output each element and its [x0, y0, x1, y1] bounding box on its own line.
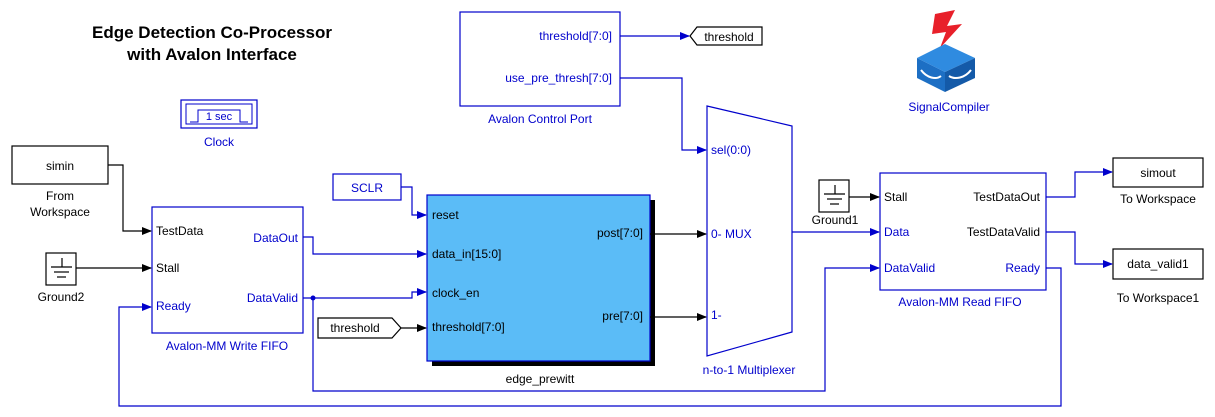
diagram-title-line2: with Avalon Interface — [126, 45, 297, 64]
simout-caption: To Workspace — [1120, 192, 1196, 206]
edge-prewitt-port-clock-en: clock_en — [432, 286, 479, 300]
wire-simin-testdata — [108, 164, 152, 235]
from-workspace-caption-1: From — [46, 189, 74, 203]
ground2-block[interactable] — [45, 252, 77, 286]
ground-icon — [824, 185, 845, 205]
ground1-caption: Ground1 — [812, 213, 859, 227]
signal-compiler-caption: SignalCompiler — [908, 100, 989, 114]
wire-datavalid-read-fifo — [312, 264, 880, 392]
read-fifo-port-ready: Ready — [1005, 261, 1040, 275]
clock-pulse-icon — [190, 109, 248, 123]
edge-prewitt-port-threshold: threshold[7:0] — [432, 320, 505, 334]
wire-dataout-datain — [303, 236, 427, 258]
mux-port-0: 0- MUX — [711, 227, 752, 241]
threshold-goto-tag-label: threshold — [704, 30, 753, 44]
mux-port-1: 1- — [711, 308, 722, 322]
mux-block[interactable]: sel(0:0) 0- MUX 1- — [706, 105, 793, 357]
edge-prewitt-port-data-in: data_in[15:0] — [432, 247, 501, 261]
write-fifo-port-testdata: TestData — [156, 224, 204, 238]
clock-period: 1 sec — [206, 111, 233, 123]
from-workspace-block[interactable]: simin — [11, 145, 109, 185]
read-fifo-port-testdataout: TestDataOut — [973, 190, 1040, 204]
wire-testdatavalid-datavalid — [1046, 231, 1113, 268]
from-workspace-caption-2: Workspace — [30, 205, 90, 219]
edge-prewitt-port-reset: reset — [432, 208, 459, 222]
threshold-from-tag[interactable]: threshold — [317, 317, 402, 339]
ground1-block[interactable] — [818, 179, 850, 213]
data-valid-caption: To Workspace1 — [1117, 291, 1200, 305]
read-fifo-block[interactable]: Stall Data DataValid TestDataOut TestDat… — [879, 172, 1047, 291]
threshold-goto-tag[interactable]: threshold — [689, 26, 763, 46]
read-fifo-port-stall: Stall — [884, 190, 907, 204]
read-fifo-port-data: Data — [884, 225, 910, 239]
data-valid-block[interactable]: data_valid1 — [1112, 248, 1204, 280]
write-fifo-port-stall: Stall — [156, 261, 179, 275]
read-fifo-port-datavalid: DataValid — [884, 261, 935, 275]
control-port-caption: Avalon Control Port — [488, 112, 593, 126]
wire-testdataout-simout — [1046, 168, 1113, 198]
from-workspace-name: simin — [46, 159, 74, 173]
clock-caption: Clock — [204, 135, 235, 149]
read-fifo-port-testdatavalid: TestDataValid — [967, 225, 1040, 239]
wire-ready-feedback — [118, 267, 1062, 407]
clock-block[interactable]: 1 sec — [180, 99, 258, 129]
threshold-from-tag-label: threshold — [330, 321, 379, 335]
wire-sclr-reset — [401, 186, 427, 219]
mux-caption: n-to-1 Multiplexer — [703, 363, 796, 377]
ground2-caption: Ground2 — [38, 290, 85, 304]
control-port-block[interactable]: threshold[7:0] use_pre_thresh[7:0] — [459, 11, 621, 107]
sclr-name: SCLR — [351, 181, 383, 195]
diagram-title-line1: Edge Detection Co-Processor — [92, 23, 332, 42]
edge-prewitt-port-pre: pre[7:0] — [602, 309, 643, 323]
wire-use-pre-thresh-sel — [620, 77, 707, 154]
mux-port-sel: sel(0:0) — [711, 143, 751, 157]
read-fifo-caption: Avalon-MM Read FIFO — [898, 295, 1021, 309]
edge-prewitt-port-post: post[7:0] — [597, 226, 643, 240]
edge-prewitt-block[interactable]: reset data_in[15:0] clock_en threshold[7… — [426, 194, 655, 366]
write-fifo-block[interactable]: TestData Stall Ready DataOut DataValid — [151, 206, 304, 334]
control-port-threshold: threshold[7:0] — [539, 29, 612, 43]
wire-datavalid-clocken — [303, 288, 427, 299]
write-fifo-port-dataout: DataOut — [253, 231, 298, 245]
sclr-block[interactable]: SCLR — [332, 173, 402, 201]
edge-prewitt-caption: edge_prewitt — [506, 372, 575, 386]
simout-block[interactable]: simout — [1112, 157, 1204, 188]
write-fifo-caption: Avalon-MM Write FIFO — [166, 339, 288, 353]
signal-compiler-icon[interactable] — [917, 10, 975, 92]
write-fifo-port-ready: Ready — [156, 299, 191, 313]
data-valid-name: data_valid1 — [1127, 257, 1189, 271]
simout-name: simout — [1140, 166, 1176, 180]
write-fifo-port-datavalid: DataValid — [247, 291, 298, 305]
ground-icon — [51, 258, 72, 278]
control-port-use-pre-thresh: use_pre_thresh[7:0] — [505, 71, 612, 85]
